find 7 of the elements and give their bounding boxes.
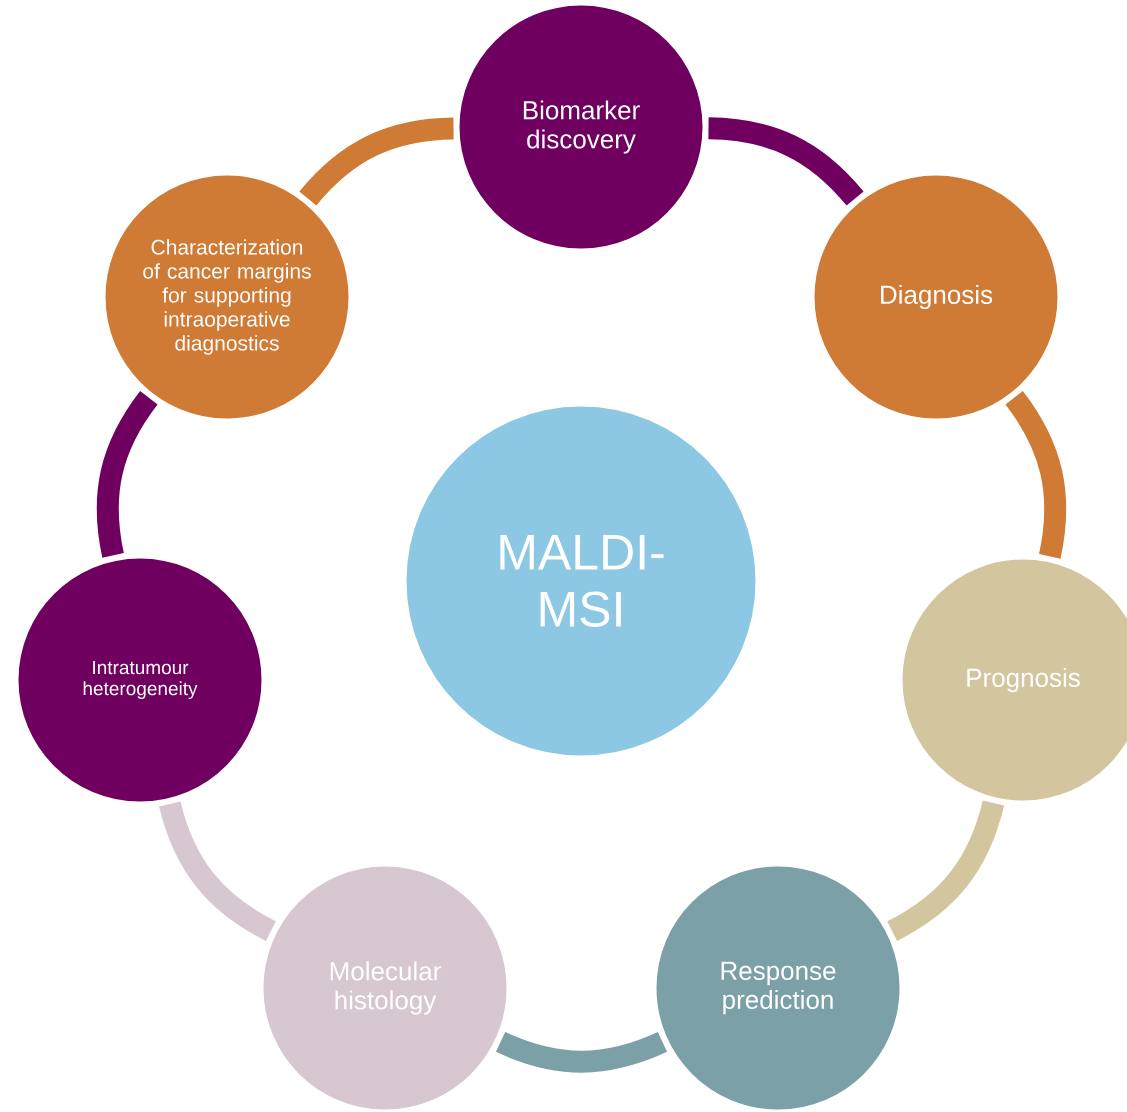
ring-segment	[886, 800, 1005, 941]
ring-segment	[299, 117, 454, 206]
ring-segment	[96, 391, 158, 558]
ring-segment	[159, 801, 277, 941]
ring-segment	[708, 117, 864, 206]
ring-segment	[1005, 391, 1067, 559]
ring-segment	[496, 1031, 667, 1073]
